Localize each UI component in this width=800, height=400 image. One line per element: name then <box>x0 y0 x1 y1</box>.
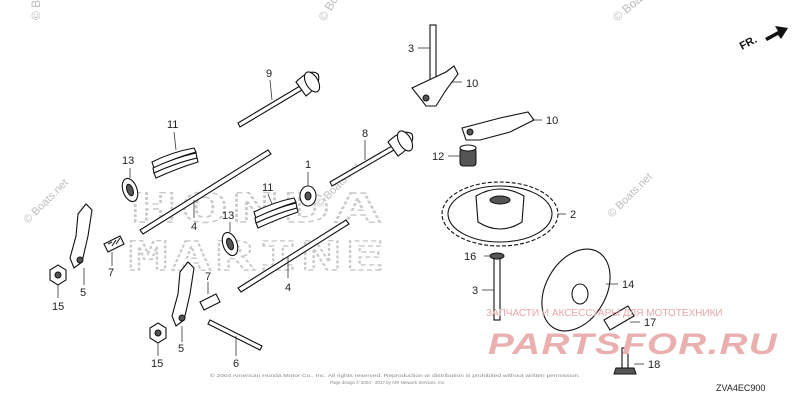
watermark-copyright-3: © Boats.net <box>610 0 668 24</box>
callout-3b: 3 <box>472 285 478 297</box>
part-valve-spring-11b <box>253 193 299 229</box>
part-bolt-18 <box>613 347 644 375</box>
part-pin-3a <box>418 24 437 86</box>
part-adjuster-7b <box>199 282 221 311</box>
part-valve-8 <box>329 130 414 187</box>
callout-16: 16 <box>464 251 476 263</box>
callout-3a: 3 <box>408 43 414 55</box>
part-valve-9 <box>237 71 321 128</box>
callout-8: 8 <box>362 128 368 140</box>
part-bushing-12 <box>448 144 477 167</box>
part-nut-15a <box>49 264 67 298</box>
callout-11b: 11 <box>262 182 273 194</box>
watermark-marine: MARINE <box>128 234 388 280</box>
callout-5a: 5 <box>80 287 86 299</box>
watermark-copyright-4: © Boats.net <box>22 177 71 226</box>
callout-18: 18 <box>648 359 660 371</box>
part-cam-follower-10a <box>411 65 462 107</box>
shop-watermark-brand: PARTSFOR.RU <box>488 328 778 361</box>
callout-labels: 1 2 3 3 4 4 5 5 6 7 7 8 9 10 10 11 11 12… <box>52 43 660 371</box>
fine-print-line-1: © 2004 American Honda Motor Co., Inc. Al… <box>210 372 580 378</box>
part-spring-retainer-13b <box>221 222 239 257</box>
callout-11a: 11 <box>167 119 178 131</box>
callout-7b: 7 <box>205 271 211 283</box>
part-push-rod-4b <box>237 219 350 293</box>
front-label: FR. <box>738 34 759 53</box>
callout-9: 9 <box>266 68 272 80</box>
part-camshaft-gear-2 <box>441 181 566 247</box>
part-spring-retainer-13a <box>121 168 139 203</box>
callout-15a: 15 <box>52 301 64 313</box>
part-disc-14 <box>541 248 618 332</box>
part-push-rod-4a <box>139 149 272 235</box>
callout-13a: 13 <box>122 155 134 167</box>
part-cylinder-17 <box>603 305 640 331</box>
part-rocker-arm-5b <box>171 261 195 342</box>
part-nut-15b <box>149 322 167 356</box>
callout-12: 12 <box>432 151 444 163</box>
fine-print-line-2: Page design © 2004 - 2017 by ARI Network… <box>330 379 445 385</box>
watermark-copyright-6: © Boats.net <box>606 171 655 220</box>
callout-10b: 10 <box>546 115 558 127</box>
front-direction-indicator: FR. <box>738 26 788 53</box>
shop-watermark: ЗАПЧАСТИ И АКСЕССУАРЫ ДЛЯ МОТОТЕХНИКИ PA… <box>486 308 778 361</box>
callout-15b: 15 <box>151 358 163 370</box>
callout-13b: 13 <box>222 210 234 222</box>
callout-14: 14 <box>622 279 634 291</box>
watermark-copyright-1: © Boats.net <box>29 0 43 20</box>
callout-4b: 4 <box>285 282 291 294</box>
callout-10a: 10 <box>466 78 478 90</box>
watermark-copyright-2: © Boats.net <box>315 0 359 24</box>
part-shaft-6 <box>207 319 263 356</box>
diagram-code: ZVA4EC900 <box>716 383 765 393</box>
callout-17: 17 <box>644 317 656 329</box>
callout-1: 1 <box>305 159 311 171</box>
part-adjuster-7a <box>103 235 125 266</box>
shop-watermark-tagline: ЗАПЧАСТИ И АКСЕССУАРЫ ДЛЯ МОТОТЕХНИКИ <box>486 308 723 319</box>
callout-5b: 5 <box>178 343 184 355</box>
part-cam-follower-10b <box>461 111 542 141</box>
part-cotter-1 <box>299 172 317 207</box>
part-washer-16 <box>484 252 505 260</box>
callout-2: 2 <box>570 209 576 221</box>
front-arrow-icon <box>765 26 788 41</box>
part-valve-spring-11a <box>151 131 199 179</box>
part-rocker-arm-5a <box>69 203 93 285</box>
footer: © 2004 American Honda Motor Co., Inc. Al… <box>210 372 765 393</box>
callout-7a: 7 <box>108 267 114 279</box>
callout-6: 6 <box>233 358 239 370</box>
callout-4a: 4 <box>191 221 197 233</box>
